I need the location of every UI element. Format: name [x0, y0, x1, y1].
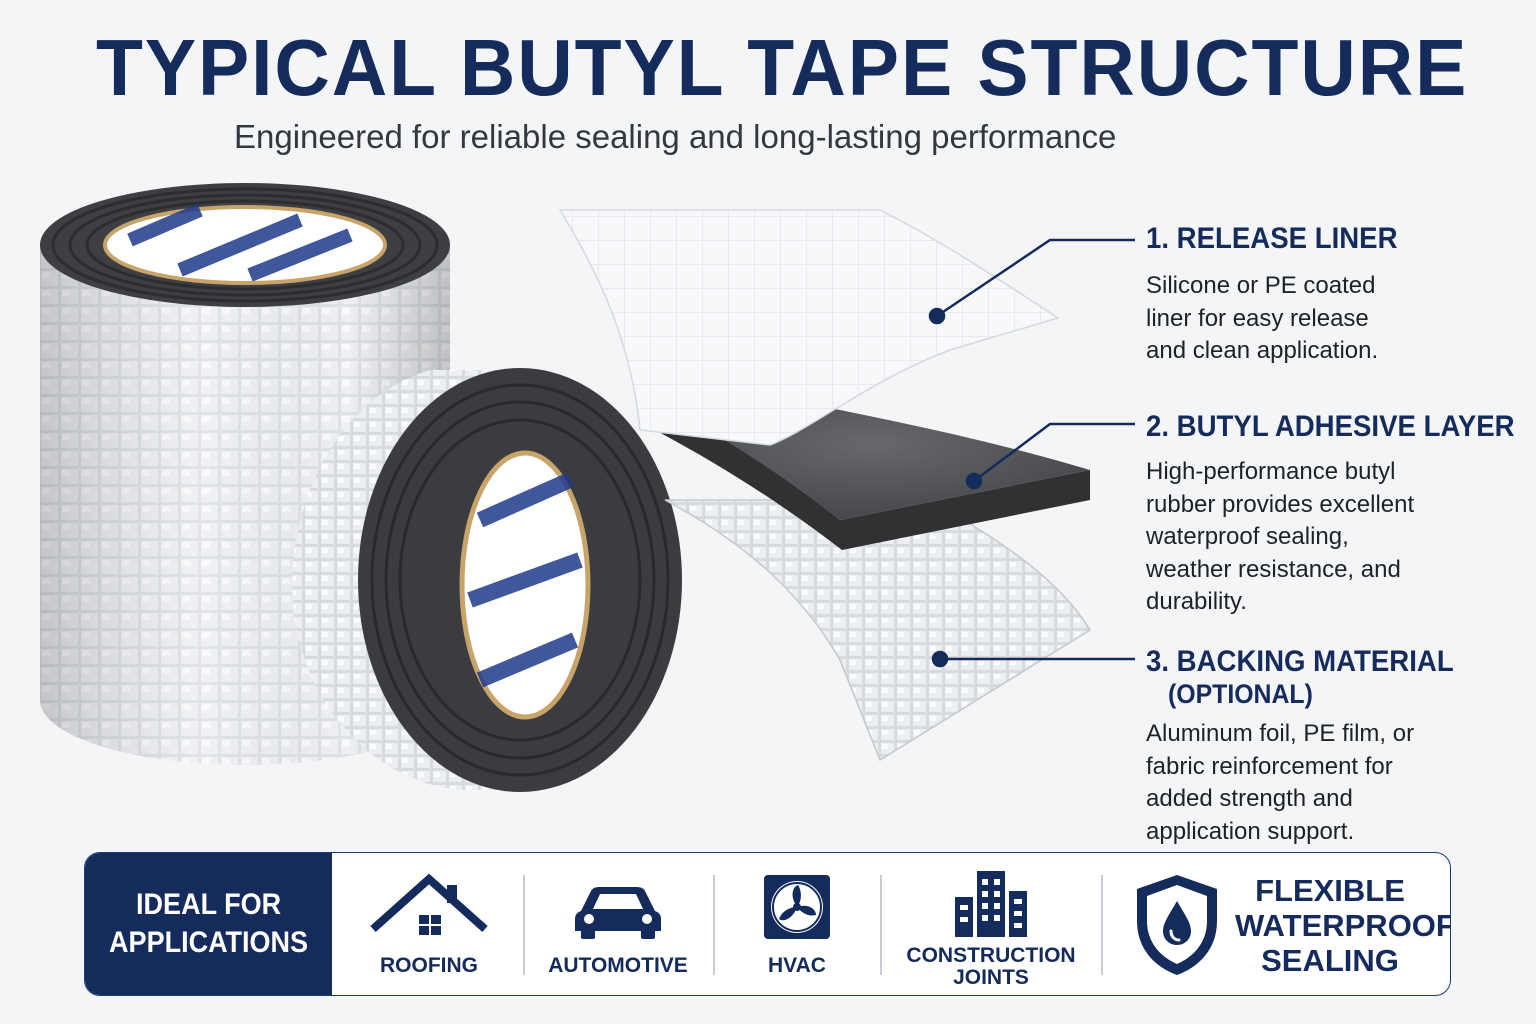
shield-droplet-icon: [1137, 875, 1217, 975]
applications-heading: IDEAL FOR APPLICATIONS: [108, 888, 309, 959]
layer-subheading: (OPTIONAL): [1168, 679, 1313, 709]
layer-description: Silicone or PE coated liner for easy rel…: [1146, 272, 1379, 364]
application-hvac: HVAC: [715, 853, 879, 995]
divider: [713, 875, 715, 975]
layer-butyl-adhesive: 2. BUTYL ADHESIVE LAYER High-performance…: [1146, 410, 1536, 619]
divider: [523, 875, 525, 975]
divider: [880, 875, 882, 975]
fan-icon: [764, 875, 830, 939]
application-label: ROOFING: [380, 954, 478, 977]
small-tape-roll: [292, 368, 682, 792]
page-subtitle: Engineered for reliable sealing and long…: [234, 118, 1117, 155]
roof-icon: [370, 873, 488, 935]
buildings-icon: [955, 871, 1027, 937]
feature-label: FLEXIBLE WATERPROOF SEALING: [1235, 873, 1451, 978]
application-roofing: ROOFING: [335, 853, 523, 995]
leader-lines: [928, 238, 1135, 668]
applications-panel: IDEAL FOR APPLICATIONS ROOFING AUTOMOTIV…: [84, 852, 1451, 996]
application-construction-joints: CONSTRUCTION JOINTS: [882, 853, 1100, 995]
layer-description: Aluminum foil, PE film, or fabric reinfo…: [1146, 720, 1415, 845]
page-title: TYPICAL BUTYL TAPE STRUCTURE: [96, 23, 1469, 112]
application-label: HVAC: [768, 954, 826, 977]
tape-illustration: [40, 183, 1135, 792]
layer-description: High-performance butyl rubber provides e…: [1146, 458, 1415, 615]
divider: [1101, 875, 1103, 975]
application-automotive: AUTOMOTIVE: [525, 853, 711, 995]
applications-heading-box: IDEAL FOR APPLICATIONS: [85, 853, 332, 995]
butyl-layer-graphic: [655, 400, 1090, 550]
application-label: CONSTRUCTION JOINTS: [906, 944, 1076, 989]
layer-release-liner: 1. RELEASE LINER Silicone or PE coated l…: [1146, 222, 1419, 368]
backing-layer-graphic: [664, 499, 1092, 762]
layer-heading: 2. BUTYL ADHESIVE LAYER: [1146, 410, 1515, 443]
application-label: AUTOMOTIVE: [548, 954, 688, 977]
layer-backing-material: 3. BACKING MATERIAL (OPTIONAL) Aluminum …: [1146, 645, 1480, 848]
layer-heading: 3. BACKING MATERIAL: [1146, 645, 1454, 678]
layer-heading: 1. RELEASE LINER: [1146, 222, 1398, 255]
release-liner-graphic: [558, 209, 1060, 446]
car-icon: [575, 887, 661, 939]
